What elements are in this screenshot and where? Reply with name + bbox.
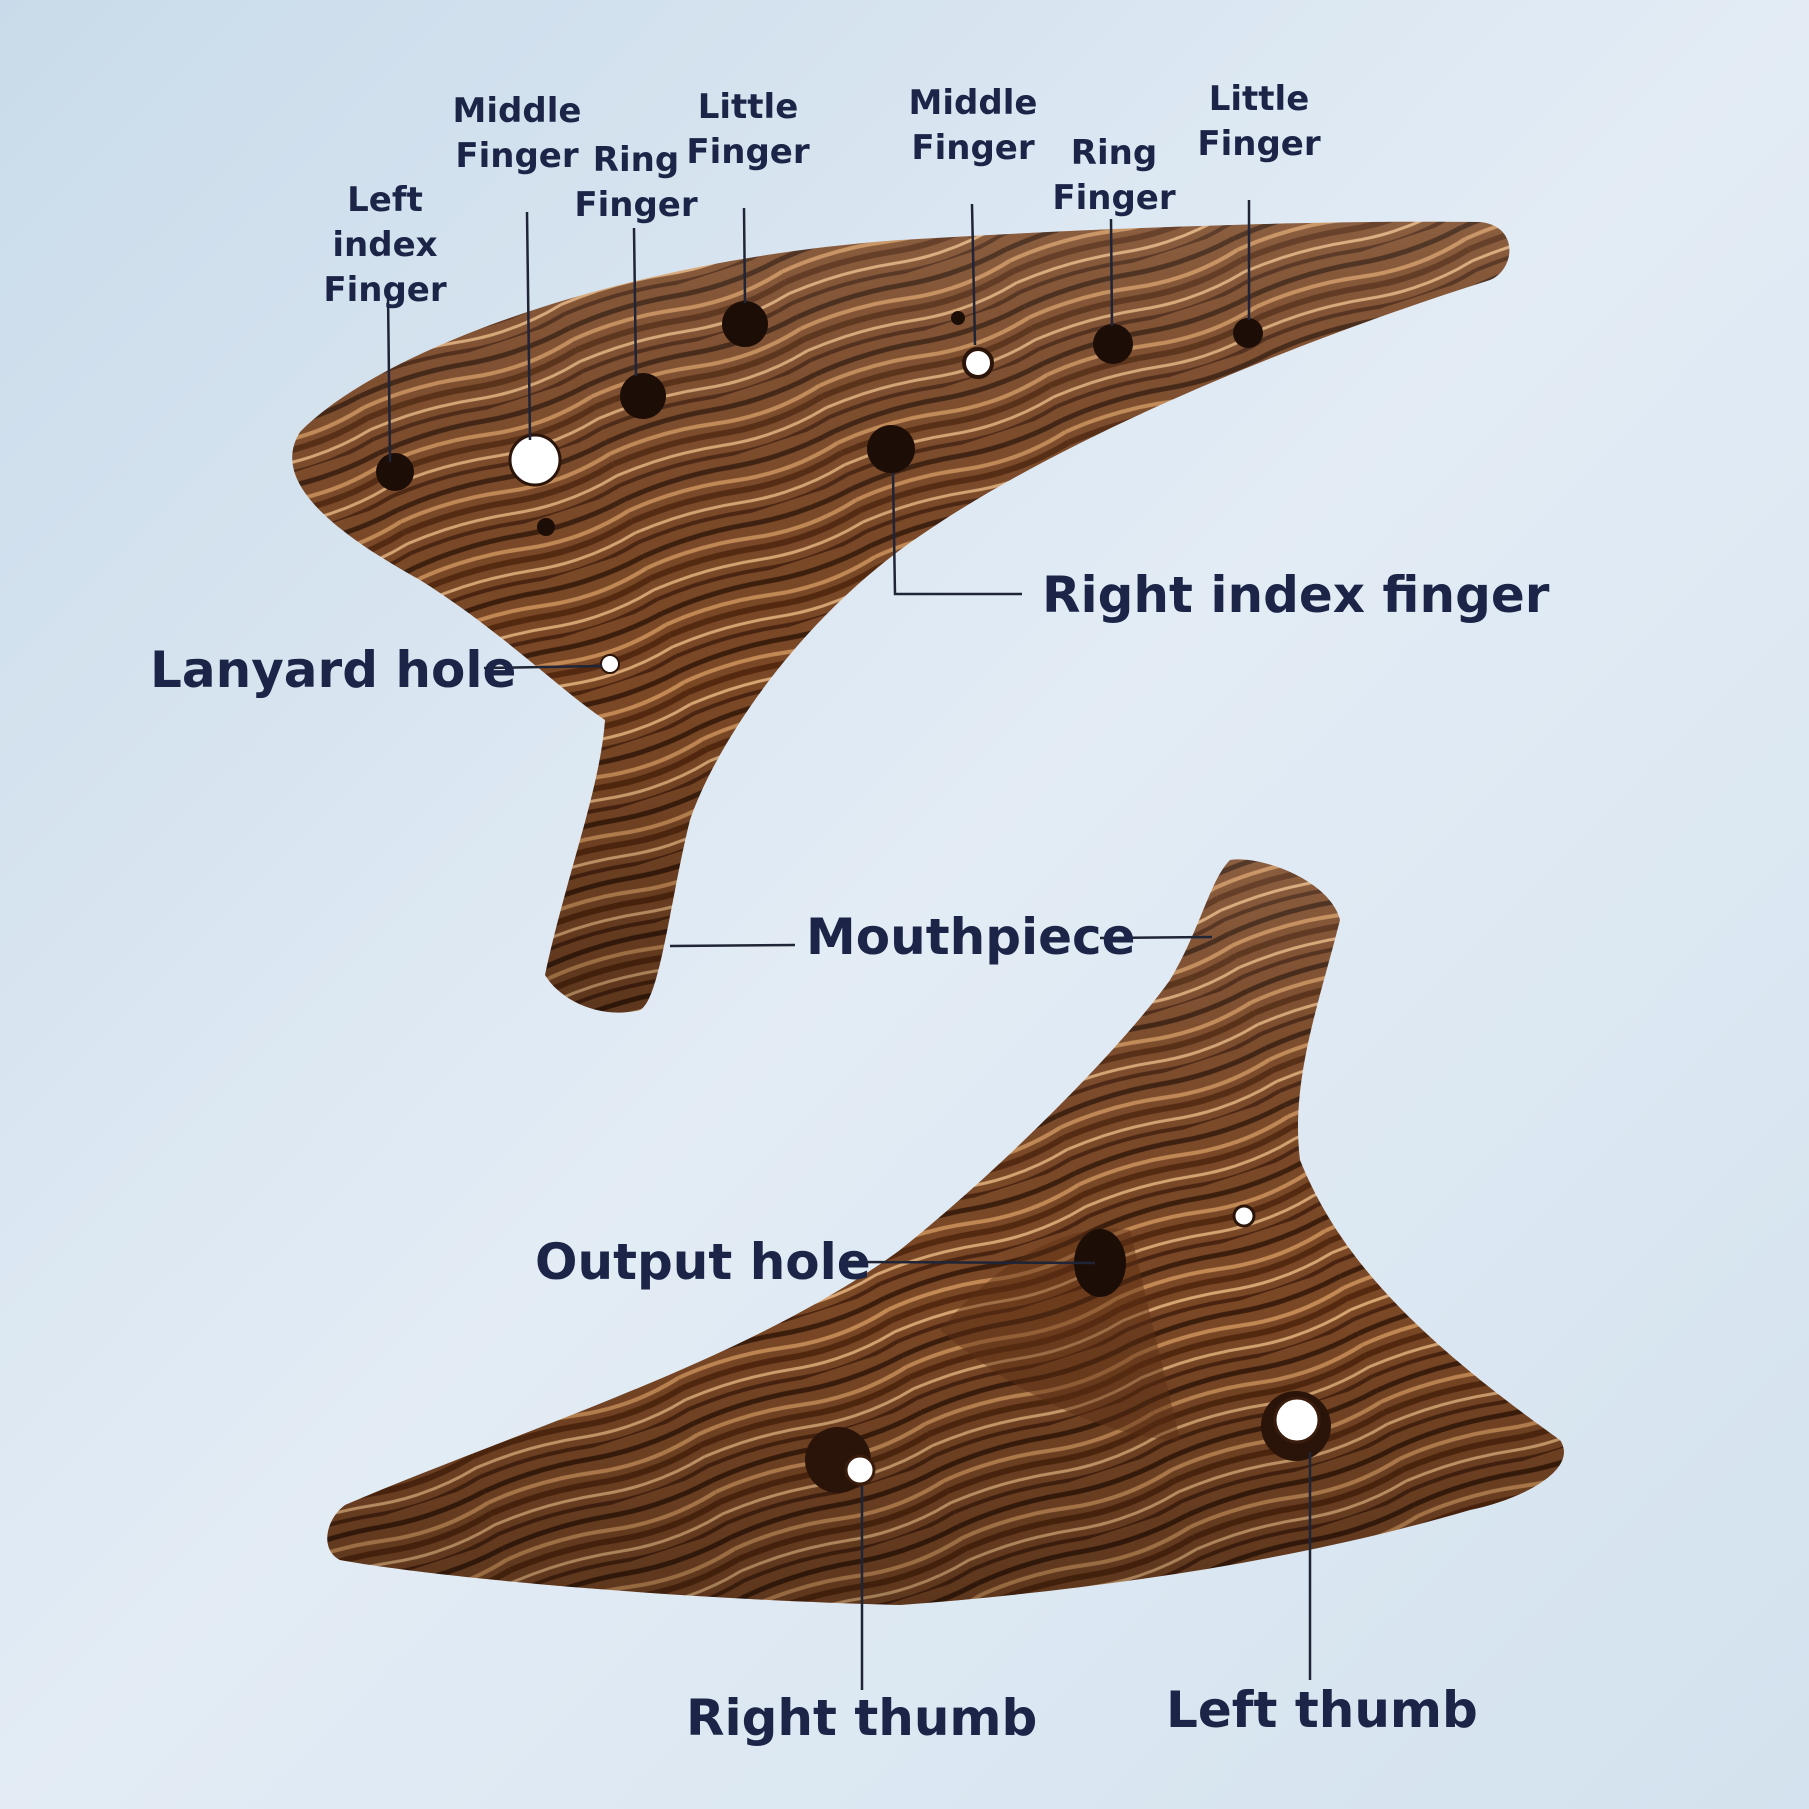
label-left-little-finger: Little Finger	[673, 85, 823, 175]
output-hole-mark	[1074, 1229, 1126, 1297]
leader-mouthpiece-right	[1099, 935, 1213, 940]
label-mouthpiece: Mouthpiece	[806, 908, 1136, 966]
hole-left-little	[722, 301, 768, 347]
label-right-middle-finger-text: Middle Finger	[908, 83, 1038, 168]
label-right-little-finger-text: Little Finger	[1197, 79, 1321, 164]
hole-left-index	[376, 453, 414, 491]
label-left-thumb: Left thumb	[1166, 1681, 1478, 1739]
hole-right-middle	[962, 347, 994, 379]
label-output-hole: Output hole	[535, 1233, 871, 1291]
leader-right-middle	[970, 203, 977, 346]
leader-lanyard	[483, 664, 603, 670]
right-thumb-hole	[844, 1454, 876, 1486]
lanyard-hole-mark	[600, 654, 620, 674]
label-right-little-finger: Little Finger	[1184, 77, 1334, 167]
hole-small-a	[537, 518, 555, 536]
hole-right-little	[1233, 318, 1263, 348]
label-left-index-finger: Left index Finger	[295, 178, 475, 313]
leader-lines	[386, 200, 1312, 1690]
leader-output-hole	[844, 1260, 1096, 1265]
hole-small-b	[951, 311, 965, 325]
hole-right-index	[867, 425, 915, 473]
label-left-middle-finger: Middle Finger	[437, 89, 597, 179]
ocarina-bottom-view-image	[327, 859, 1564, 1605]
leader-right-ring	[1109, 218, 1114, 327]
ocarina-top-shading	[292, 221, 1510, 1013]
label-left-middle-finger-text: Middle Finger	[452, 91, 582, 176]
label-left-ring-finger: Ring Finger	[571, 138, 701, 228]
ocarina-bottom-shading	[327, 859, 1564, 1605]
label-right-thumb: Right thumb	[686, 1689, 1038, 1747]
label-right-middle-finger: Middle Finger	[893, 81, 1053, 171]
leader-left-ring	[632, 227, 638, 377]
label-left-ring-finger-text: Ring Finger	[574, 140, 698, 225]
leader-left-middle	[525, 211, 532, 441]
hole-left-ring	[620, 373, 666, 419]
label-left-index-finger-text: Left index Finger	[323, 180, 447, 310]
label-left-little-finger-text: Little Finger	[686, 87, 810, 172]
leader-mouthpiece-left	[669, 943, 796, 948]
label-right-index-finger: Right index finger	[1042, 566, 1550, 624]
lanyard-hole-back	[1232, 1204, 1256, 1228]
label-right-ring-finger-text: Ring Finger	[1052, 133, 1176, 218]
leader-left-little	[742, 207, 747, 304]
leader-left-index	[386, 294, 392, 463]
label-lanyard-hole: Lanyard hole	[150, 641, 517, 699]
leader-right-index	[891, 472, 1022, 596]
hole-left-middle	[508, 433, 562, 487]
hole-right-ring	[1093, 324, 1133, 364]
left-thumb-hole	[1273, 1396, 1321, 1444]
ocarina-top-view-image	[292, 221, 1510, 1013]
label-right-ring-finger: Ring Finger	[1044, 131, 1184, 221]
